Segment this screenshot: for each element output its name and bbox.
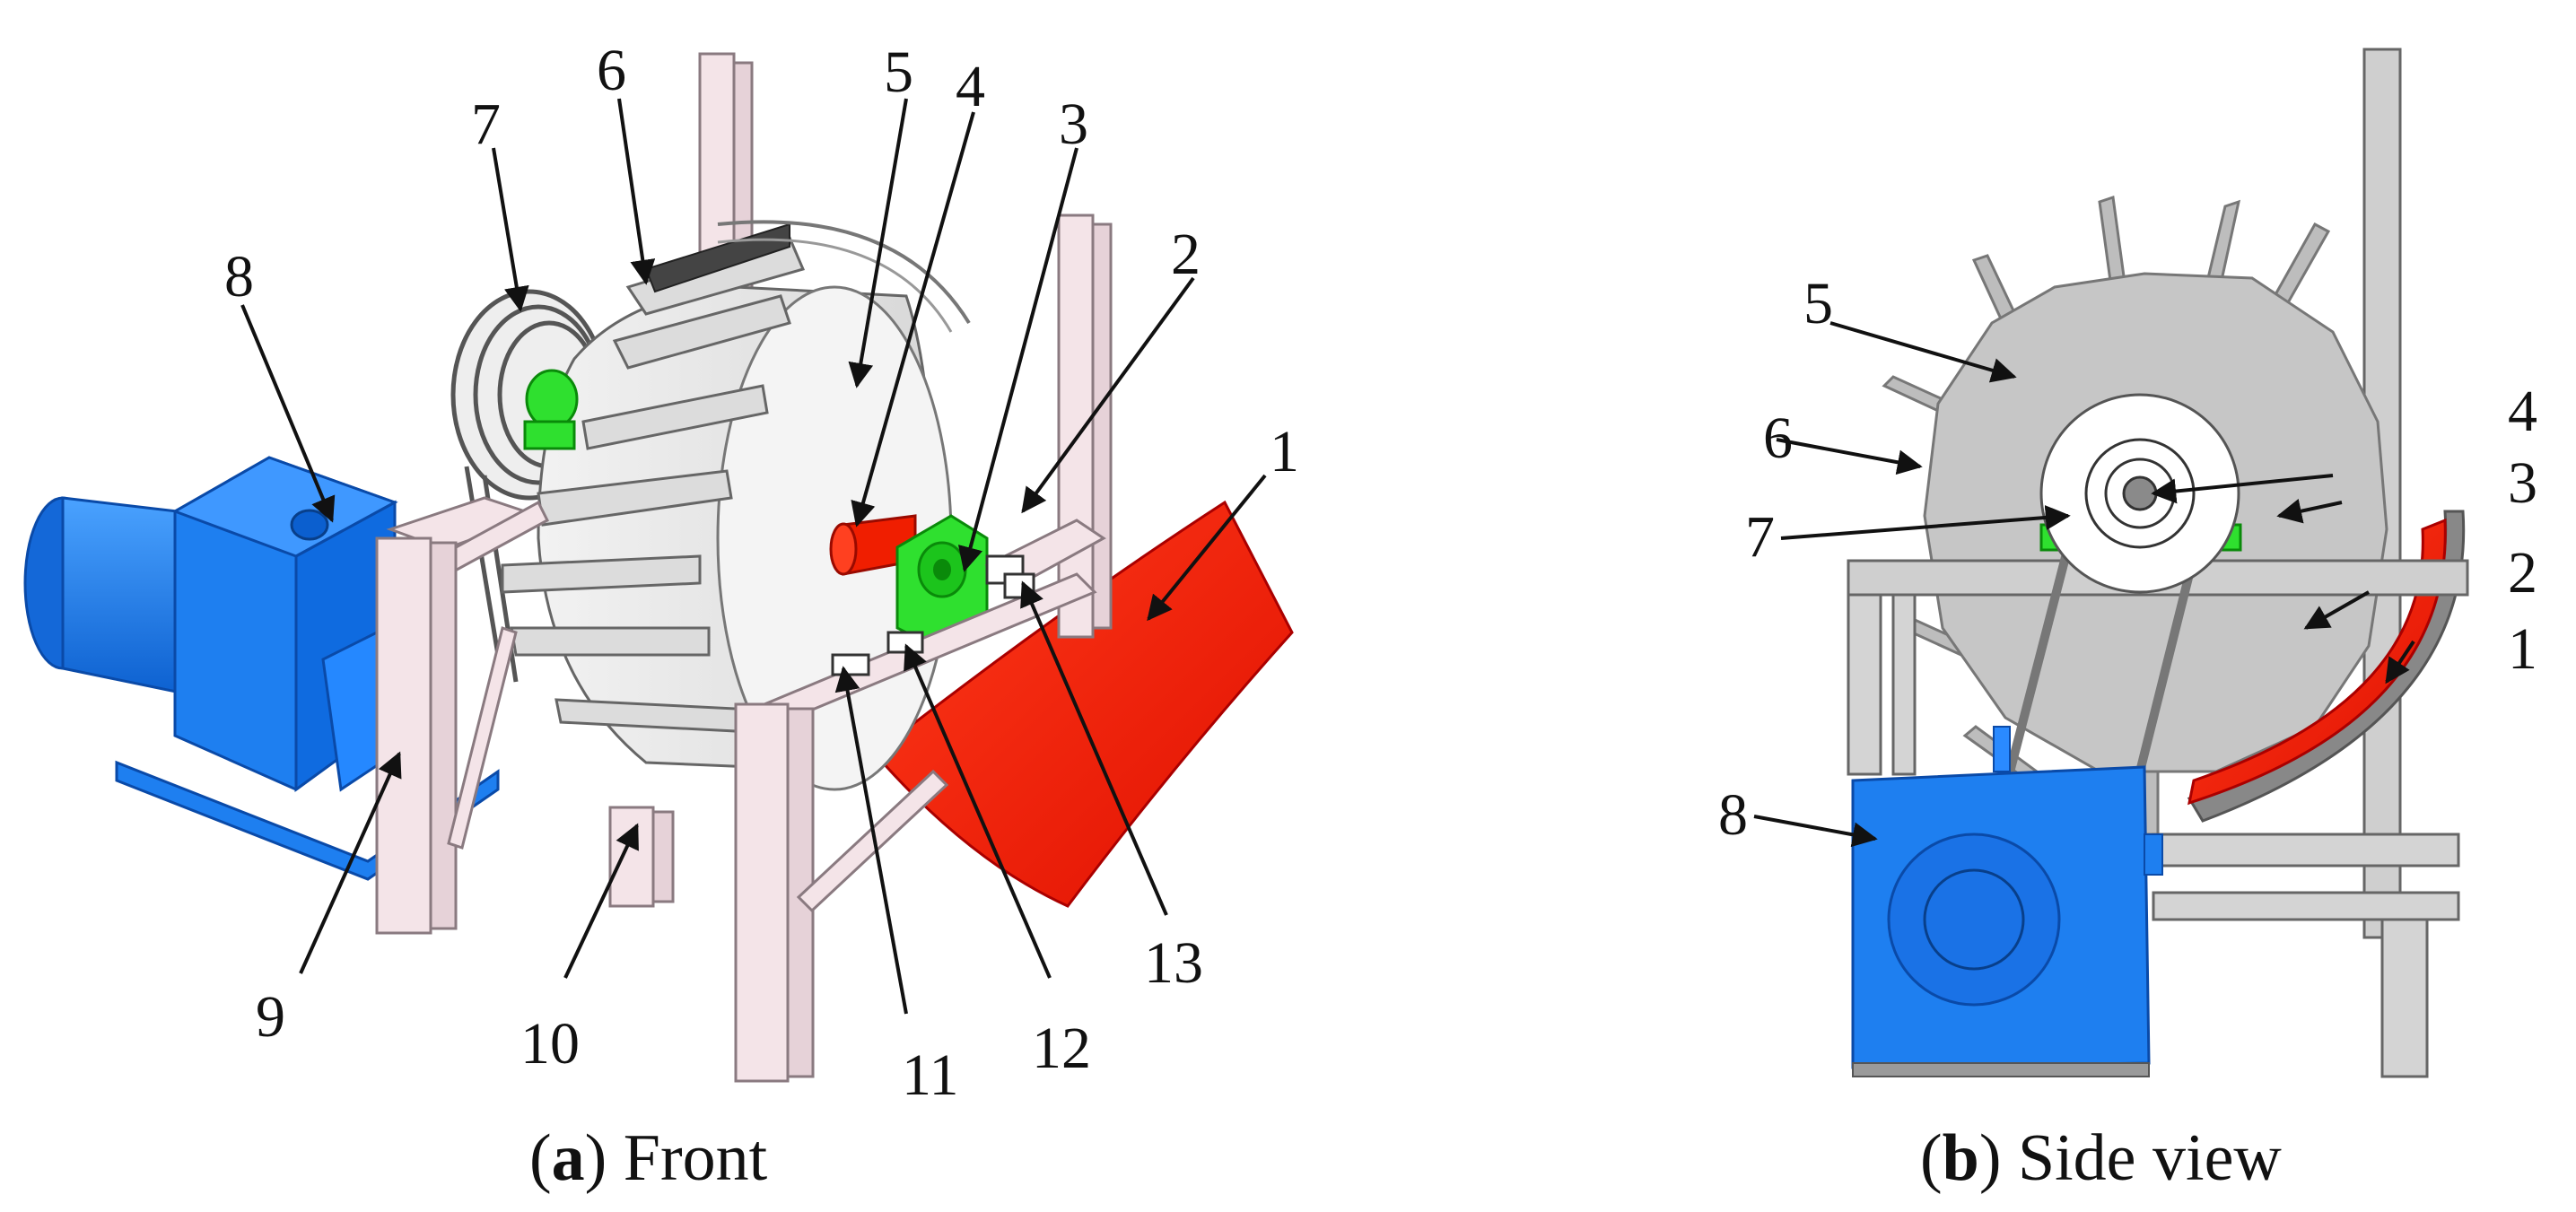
caption-b: (b) Side view (1920, 1121, 2282, 1195)
callout-a-9: 9 (256, 984, 285, 1050)
panel-b-side-view: 1 2 3 4 5 6 7 8 (b) Side view (1718, 48, 2537, 1195)
reducer-box (171, 456, 398, 792)
callout-a-8: 8 (224, 244, 254, 310)
hammer-blades (501, 236, 806, 733)
curved-screen-red (872, 500, 1294, 908)
callout-a-2: 2 (1171, 222, 1201, 287)
callout-a-7: 7 (471, 92, 501, 157)
side-frame-legs (1847, 593, 2460, 1078)
leader-lines-b (1753, 321, 2415, 848)
callout-b-8: 8 (1718, 782, 1748, 848)
callout-b-3: 3 (2508, 450, 2537, 516)
callout-b-4: 4 (2508, 379, 2537, 444)
callout-b-7: 7 (1745, 504, 1775, 570)
callout-a-13: 13 (1144, 930, 1203, 996)
callout-a-1: 1 (1270, 419, 1299, 484)
callout-b-2: 2 (2508, 540, 2537, 606)
callouts-a: 1 2 3 4 5 6 7 8 9 10 11 12 13 (224, 38, 1299, 1108)
side-reducer (1851, 726, 2163, 1077)
side-pulley (2039, 393, 2240, 594)
callouts-b: 1 2 3 4 5 6 7 8 (1718, 271, 2537, 848)
callout-a-11: 11 (902, 1042, 959, 1108)
callout-a-12: 12 (1032, 1016, 1091, 1081)
callout-a-3: 3 (1059, 92, 1088, 157)
callout-a-5: 5 (884, 39, 913, 105)
left-bearing (523, 369, 579, 450)
callout-b-6: 6 (1763, 405, 1793, 471)
callout-a-6: 6 (597, 38, 626, 103)
callout-b-5: 5 (1803, 271, 1833, 336)
panel-a-front-view: 1 2 3 4 5 6 7 8 9 10 11 12 13 (a) Front (23, 38, 1299, 1195)
leader-lines-a (240, 98, 1267, 1015)
callout-b-1: 1 (2508, 616, 2537, 682)
callout-a-4: 4 (956, 54, 985, 119)
callout-a-10: 10 (520, 1011, 580, 1077)
caption-a: (a) Front (529, 1121, 768, 1195)
